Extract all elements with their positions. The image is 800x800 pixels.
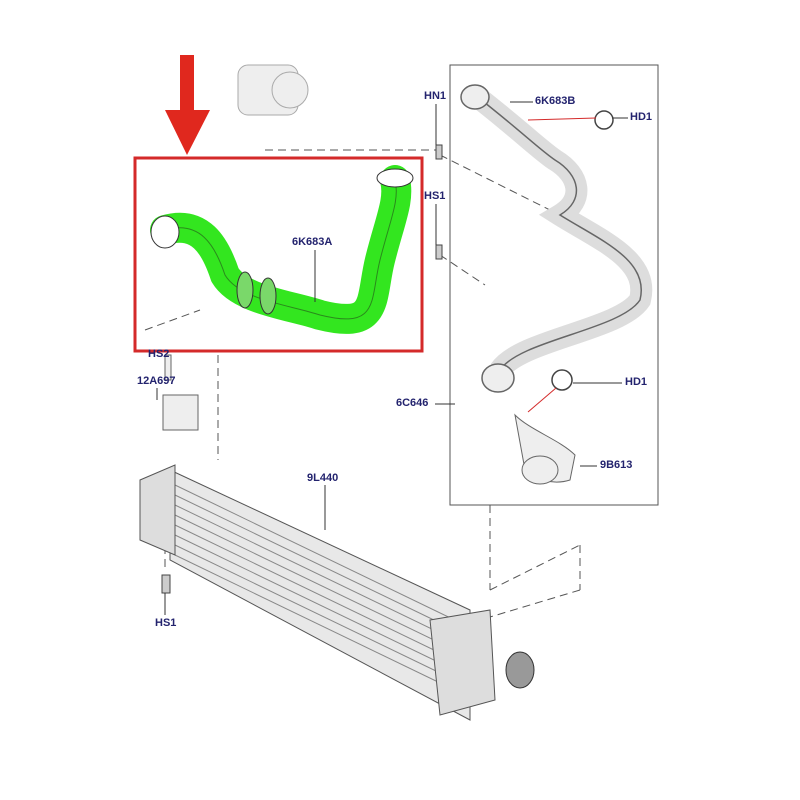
label-6c646: 6C646 — [396, 397, 429, 409]
dashed-guides — [144, 149, 581, 621]
bolts — [161, 144, 443, 594]
label-hd1-top: HD1 — [630, 111, 653, 123]
label-hs1-bottom: HS1 — [155, 617, 177, 629]
hose-9b613 — [514, 413, 576, 485]
sensor-12a697 — [162, 354, 199, 431]
label-9b613: 9B613 — [600, 459, 633, 471]
label-12a697: 12A697 — [137, 375, 176, 387]
leader-lines — [156, 101, 628, 615]
subassembly-frame — [449, 64, 659, 506]
label-6k683b: 6K683B — [535, 95, 576, 107]
highlight-box — [133, 156, 424, 353]
label-9l440: 9L440 — [307, 472, 339, 484]
label-hs2: HS2 — [148, 348, 170, 360]
label-hs1-top: HS1 — [424, 190, 446, 202]
throttle-body — [237, 64, 309, 116]
arrow-indicator — [165, 55, 210, 155]
clamp-callout-lines — [527, 117, 597, 413]
hose-6k683a-highlighted — [150, 165, 414, 334]
hose-clamps — [551, 110, 614, 391]
hose-6c646 — [460, 84, 653, 393]
label-6k683a: 6K683A — [292, 236, 333, 248]
intercooler-9l440 — [139, 464, 535, 721]
label-hn1: HN1 — [424, 90, 447, 102]
label-hd1-mid: HD1 — [625, 376, 648, 388]
